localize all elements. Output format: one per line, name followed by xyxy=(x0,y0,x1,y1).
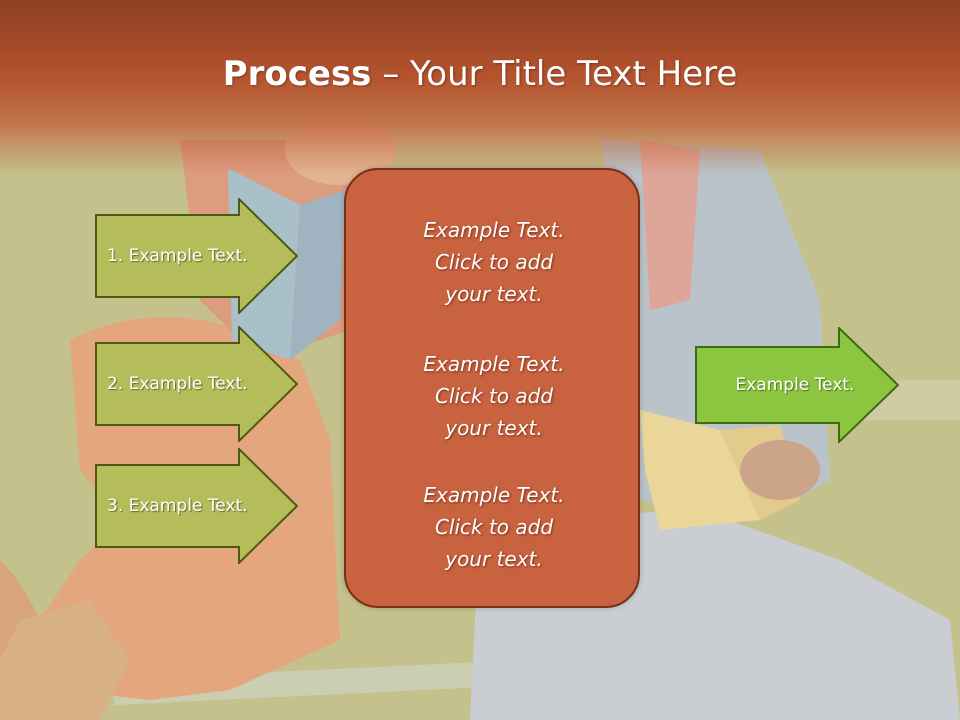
title-strong: Process xyxy=(222,54,372,94)
center-item-line: Click to add xyxy=(434,250,554,274)
center-item-2: Example Text. Click to add your text. xyxy=(346,348,642,444)
left-arrow-3-label: 3. Example Text. xyxy=(107,496,248,516)
center-item-line: your text. xyxy=(445,547,543,571)
left-arrow-2[interactable]: 2. Example Text. xyxy=(95,326,298,442)
arrow-shape-icon xyxy=(95,326,298,442)
slide-title: Process – Your Title Text Here xyxy=(0,52,960,96)
center-item-1: Example Text. Click to add your text. xyxy=(346,214,642,310)
right-arrow-label: Example Text. xyxy=(735,375,855,395)
right-arrow[interactable]: Example Text. xyxy=(695,327,899,443)
center-item-line: Click to add xyxy=(434,515,554,539)
center-item-line: your text. xyxy=(445,416,543,440)
left-arrow-1-label: 1. Example Text. xyxy=(107,246,248,266)
arrow-shape-icon xyxy=(95,198,298,314)
center-item-line: your text. xyxy=(445,282,543,306)
left-arrow-3[interactable]: 3. Example Text. xyxy=(95,448,298,564)
left-arrow-2-label: 2. Example Text. xyxy=(107,374,248,394)
arrow-shape-icon xyxy=(95,448,298,564)
center-text-box[interactable]: Example Text. Click to add your text. Ex… xyxy=(344,168,640,608)
title-band xyxy=(0,0,960,175)
center-item-line: Example Text. xyxy=(423,218,565,242)
left-arrow-1[interactable]: 1. Example Text. xyxy=(95,198,298,314)
center-item-line: Example Text. xyxy=(423,483,565,507)
title-rest: – Your Title Text Here xyxy=(371,54,738,94)
center-item-line: Example Text. xyxy=(423,352,565,376)
center-item-line: Click to add xyxy=(434,384,554,408)
arrow-shape-icon xyxy=(695,327,899,443)
center-item-3: Example Text. Click to add your text. xyxy=(346,479,642,575)
